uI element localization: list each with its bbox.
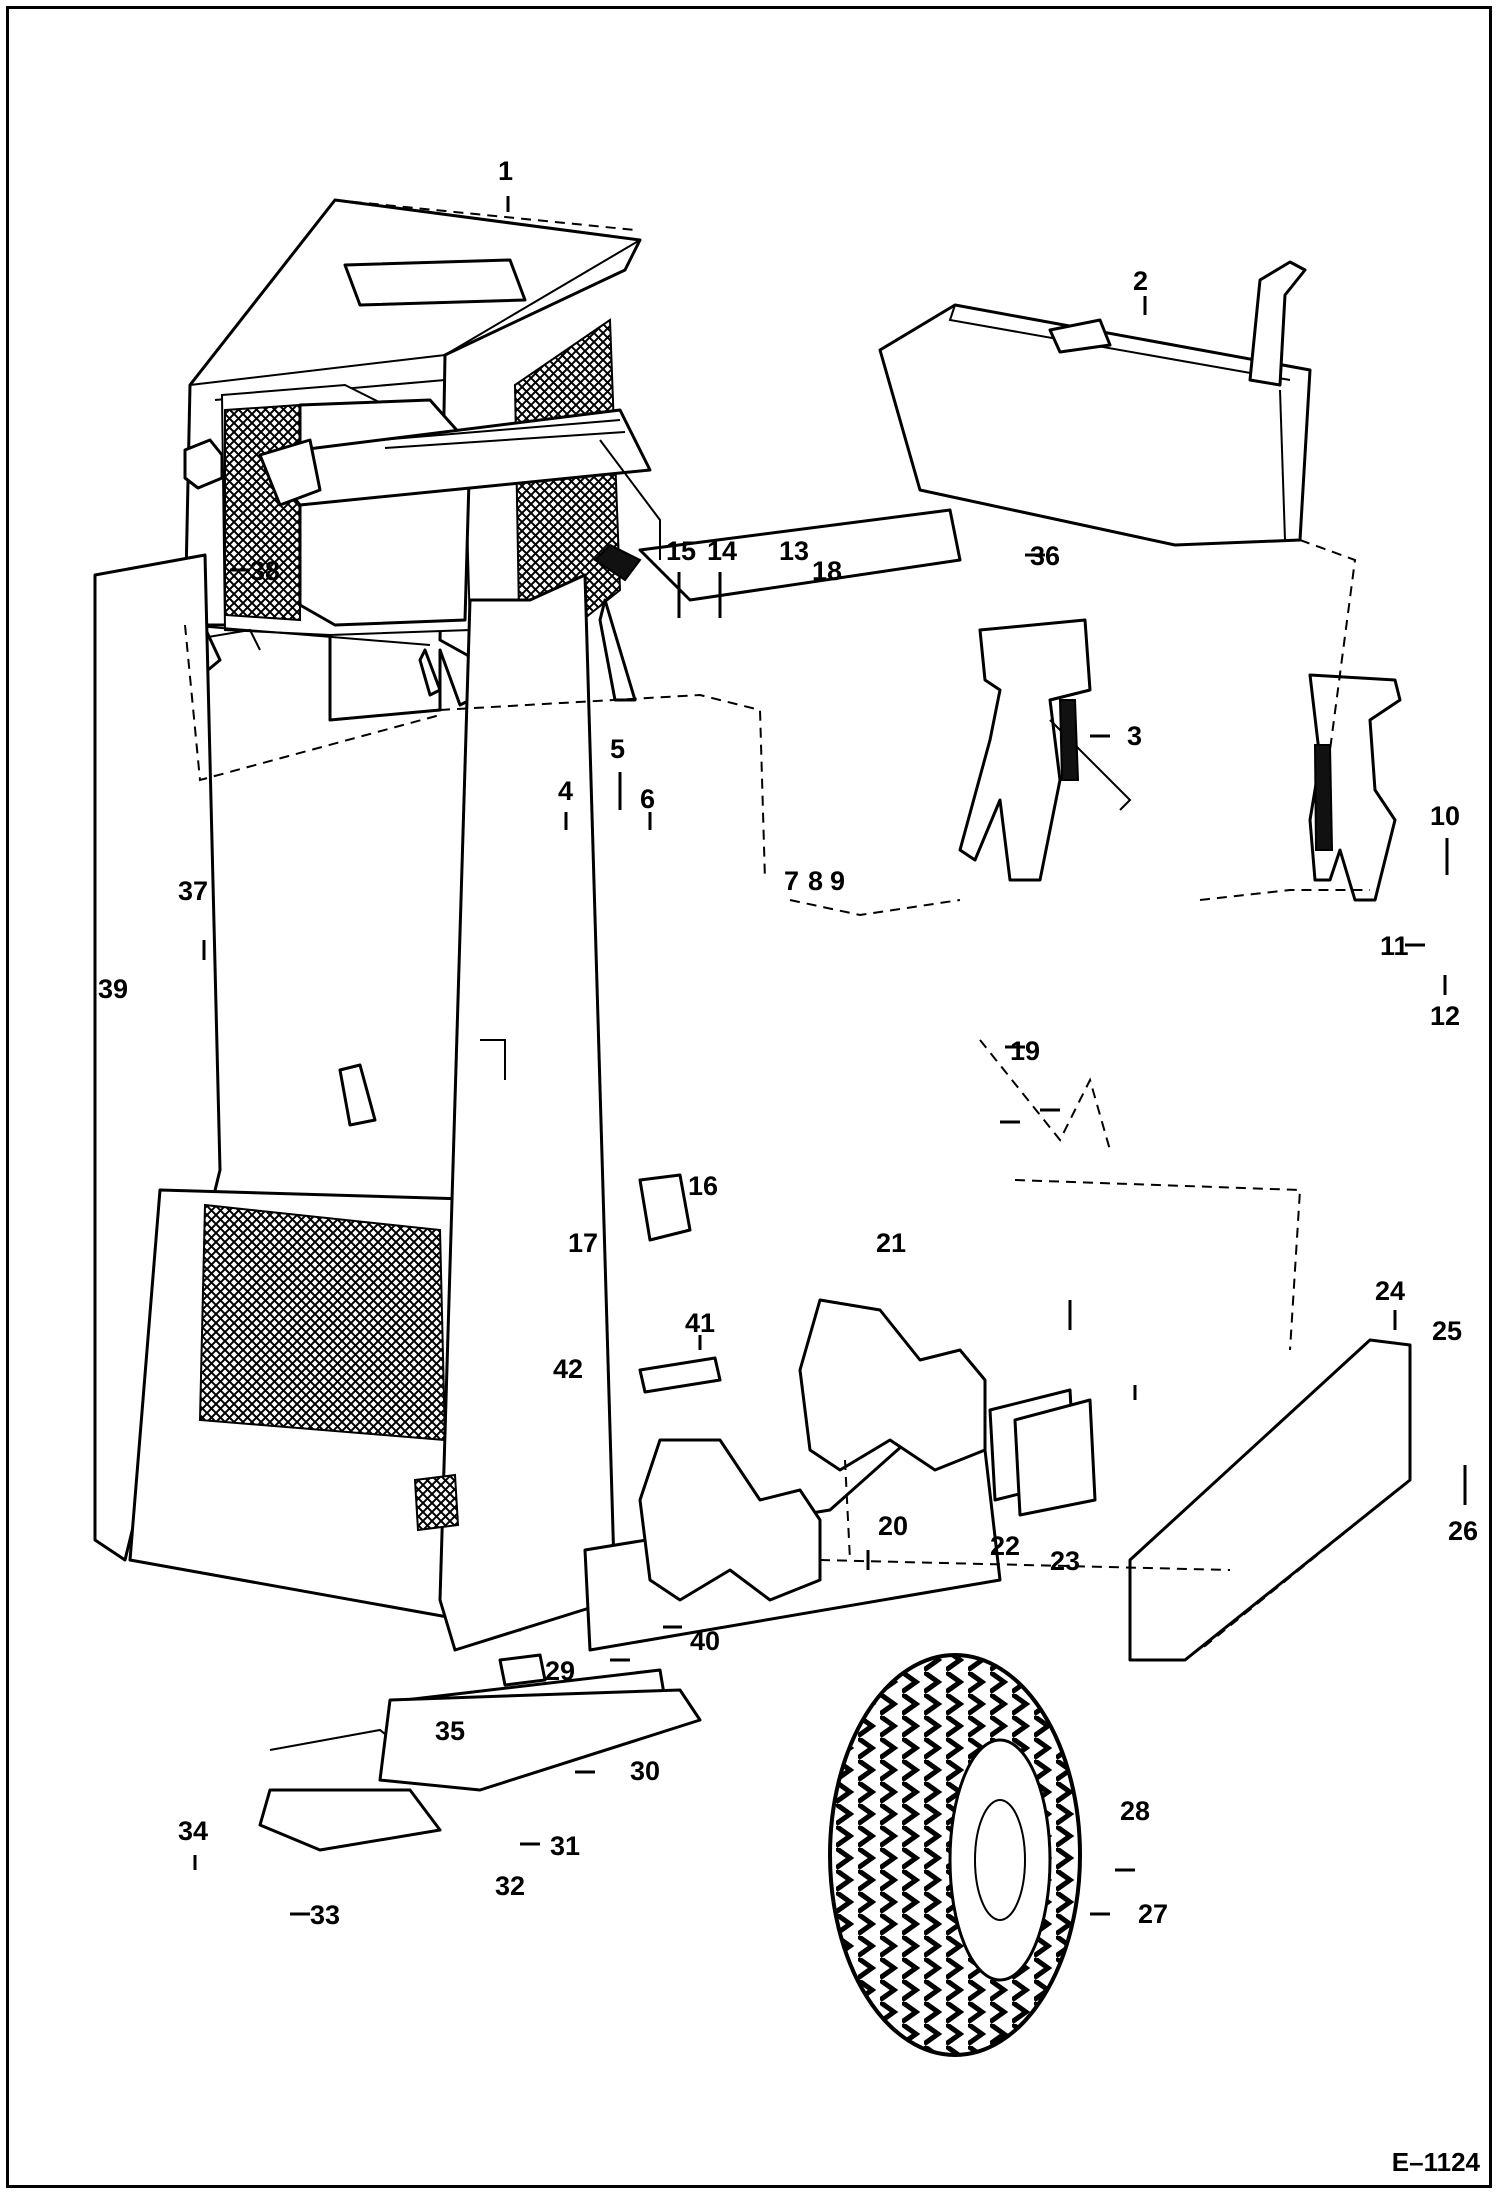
- callout-35: 35: [435, 1716, 465, 1746]
- callout-29: 29: [545, 1656, 575, 1686]
- callout-3: 3: [1127, 721, 1142, 751]
- callout-4: 4: [558, 776, 573, 806]
- callout-32: 32: [495, 1871, 525, 1901]
- seat-bar-linkage-right: [1308, 673, 1402, 902]
- callout-42: 42: [553, 1354, 583, 1384]
- seat-bar-linkage-left: [958, 618, 1132, 882]
- callout-23: 23: [1050, 1546, 1080, 1576]
- callout-30: 30: [630, 1756, 660, 1786]
- callout-7: 7: [784, 866, 799, 896]
- callout-16: 16: [688, 1171, 718, 1201]
- callout-20: 20: [878, 1511, 908, 1541]
- callout-13: 13: [779, 536, 809, 566]
- callout-21: 21: [876, 1228, 906, 1258]
- callout-15: 15: [666, 536, 696, 566]
- callout-6: 6: [640, 784, 655, 814]
- callout-9: 9: [830, 866, 845, 896]
- callout-33: 33: [310, 1900, 340, 1930]
- callout-1: 1: [498, 156, 513, 186]
- callout-41: 41: [685, 1308, 715, 1338]
- callout-2: 2: [1133, 266, 1148, 296]
- callout-39: 39: [98, 974, 128, 1004]
- axle-housing-front: [798, 1298, 987, 1472]
- main-frame: [93, 553, 1002, 1652]
- pivot-pin: [638, 1356, 722, 1394]
- callout-18: 18: [812, 556, 842, 586]
- callout-34: 34: [178, 1816, 208, 1846]
- callout-12: 12: [1430, 1001, 1460, 1031]
- callout-labels: 1 2 3 4 5 6 7 8 9 10 11 12 13 14 15 16 1…: [98, 156, 1478, 1930]
- callout-40: 40: [690, 1626, 720, 1656]
- callout-10: 10: [1430, 801, 1460, 831]
- callout-26: 26: [1448, 1516, 1478, 1546]
- callout-19: 19: [1010, 1036, 1040, 1066]
- callout-27: 27: [1138, 1899, 1168, 1929]
- cover-plates: [988, 1388, 1097, 1517]
- side-panel: [1128, 1338, 1412, 1662]
- callout-36: 36: [1030, 541, 1060, 571]
- fuel-tank: [878, 260, 1312, 547]
- explosion-lines: [184, 199, 1411, 1651]
- callout-37: 37: [178, 876, 208, 906]
- callout-22: 22: [990, 1531, 1020, 1561]
- callout-31: 31: [550, 1831, 580, 1861]
- callout-11: 11: [1380, 931, 1409, 961]
- callout-24: 24: [1375, 1276, 1405, 1306]
- axle-housing-rear: [638, 1438, 822, 1602]
- tire: [828, 1653, 1082, 2057]
- callout-17: 17: [568, 1228, 598, 1258]
- callout-leaders: [193, 196, 1467, 1916]
- callout-8: 8: [808, 866, 823, 896]
- drawing-code: E–1124: [1391, 2147, 1480, 2177]
- callout-14: 14: [707, 536, 737, 566]
- callout-25: 25: [1432, 1316, 1462, 1346]
- callout-38: 38: [250, 556, 280, 586]
- callout-28: 28: [1120, 1796, 1150, 1826]
- callout-5: 5: [610, 734, 625, 764]
- floor-plates: [258, 1653, 702, 1852]
